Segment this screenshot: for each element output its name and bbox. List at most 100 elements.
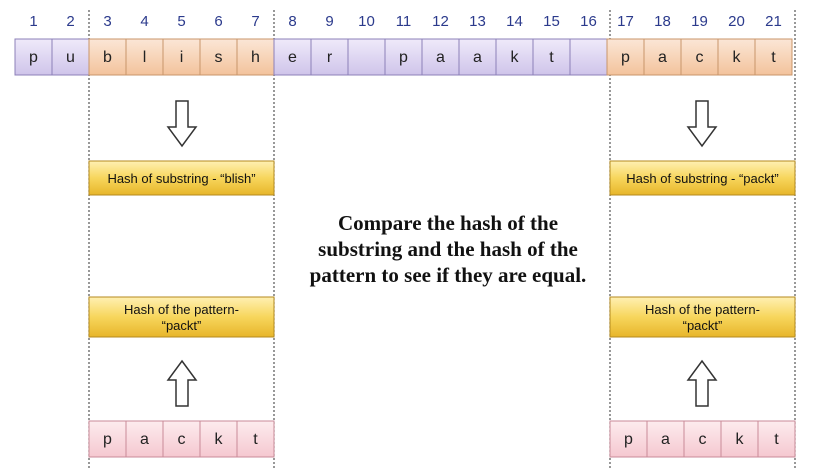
index-label: 5 (177, 13, 185, 30)
comparison-caption: Compare the hash of the substring and th… (288, 210, 608, 288)
text-char: p (621, 49, 630, 66)
right-hash-pattern-box: Hash of the pattern- “packt” (609, 296, 796, 338)
text-cell-window: a (643, 38, 682, 76)
down-arrow-icon (166, 100, 198, 148)
index-label: 20 (728, 13, 745, 30)
left-hash-substring-label: Hash of substring - “blish” (107, 171, 255, 186)
text-char: a (473, 49, 482, 66)
text-char: c (696, 49, 704, 66)
index-label: 15 (543, 13, 560, 30)
text-cell (569, 38, 608, 76)
index-label: 21 (765, 13, 782, 30)
pattern-cell: p (609, 420, 648, 458)
up-arrow-icon (686, 359, 718, 407)
guide-lines (88, 10, 796, 468)
text-char: i (180, 49, 184, 66)
pattern-cell: t (757, 420, 796, 458)
text-char: p (399, 49, 408, 66)
text-cell: a (421, 38, 460, 76)
text-char: e (288, 49, 297, 66)
index-label: 11 (396, 13, 412, 30)
index-label: 2 (66, 13, 74, 30)
caption-line: substring and the hash of the (318, 237, 578, 261)
pattern-char: t (253, 431, 258, 448)
text-char: a (436, 49, 445, 66)
caption-line: Compare the hash of the (337, 211, 559, 235)
text-cell: a (458, 38, 497, 76)
index-label: 9 (325, 13, 333, 30)
text-char: s (215, 49, 223, 66)
pattern-char: k (215, 431, 224, 448)
text-cell-window: s (199, 38, 238, 76)
text-cell-window: h (236, 38, 275, 76)
pattern-char: t (774, 431, 779, 448)
text-cell: e (273, 38, 312, 76)
text-char: k (733, 49, 742, 66)
text-char: p (29, 49, 38, 66)
text-cell: t (532, 38, 571, 76)
index-label: 18 (654, 13, 671, 30)
pattern-cell: a (125, 420, 164, 458)
text-char: h (251, 49, 260, 66)
index-label: 6 (214, 13, 222, 30)
text-char: u (66, 49, 75, 66)
text-cell: r (310, 38, 349, 76)
left-hash-pattern-box: Hash of the pattern- “packt” (88, 296, 275, 338)
text-char: t (771, 49, 776, 66)
right-hash-substring-box: Hash of substring - “packt” (609, 160, 796, 196)
pattern-cell: t (236, 420, 275, 458)
text-char: t (549, 49, 554, 66)
text-char: a (658, 49, 667, 66)
text-char: r (327, 49, 333, 66)
pattern-char: a (140, 431, 149, 448)
right-hash-pattern-line2: “packt” (683, 318, 723, 333)
pattern-char: p (103, 431, 112, 448)
left-hash-pattern-line1: Hash of the pattern- (124, 302, 239, 317)
pattern-cell: c (162, 420, 201, 458)
pattern-cell: a (646, 420, 685, 458)
right-hash-substring-label: Hash of substring - “packt” (626, 171, 778, 186)
index-label: 7 (251, 13, 259, 30)
index-label: 13 (469, 13, 486, 30)
text-cell-window: c (680, 38, 719, 76)
text-cell-window: t (754, 38, 793, 76)
text-char: l (143, 49, 147, 66)
pattern-char: a (661, 431, 670, 448)
text-cell-window: p (606, 38, 645, 76)
index-label: 1 (29, 13, 37, 30)
text-char: b (103, 49, 112, 66)
text-cell: u (51, 38, 90, 76)
index-label: 4 (140, 13, 148, 30)
pattern-char: c (178, 431, 186, 448)
pattern-char: p (624, 431, 633, 448)
caption-line: pattern to see if they are equal. (309, 263, 587, 287)
text-cell (347, 38, 386, 76)
index-label: 17 (617, 13, 634, 30)
index-label: 14 (506, 13, 523, 30)
pattern-cell: k (199, 420, 238, 458)
index-label: 16 (580, 13, 597, 30)
text-cell-window: i (162, 38, 201, 76)
pattern-char: k (736, 431, 745, 448)
text-cell: p (14, 38, 53, 76)
up-arrow-icon (166, 359, 198, 407)
left-hash-substring-box: Hash of substring - “blish” (88, 160, 275, 196)
index-label: 3 (103, 13, 111, 30)
right-hash-pattern-line1: Hash of the pattern- (645, 302, 760, 317)
text-cell: k (495, 38, 534, 76)
index-label: 19 (691, 13, 708, 30)
pattern-cell: p (88, 420, 127, 458)
down-arrow-icon (686, 100, 718, 148)
text-char: k (511, 49, 520, 66)
left-hash-pattern-line2: “packt” (162, 318, 202, 333)
text-cell-window: l (125, 38, 164, 76)
pattern-cell: c (683, 420, 722, 458)
pattern-cell: k (720, 420, 759, 458)
text-cell-window: k (717, 38, 756, 76)
index-label: 8 (288, 13, 296, 30)
text-cell-window: b (88, 38, 127, 76)
